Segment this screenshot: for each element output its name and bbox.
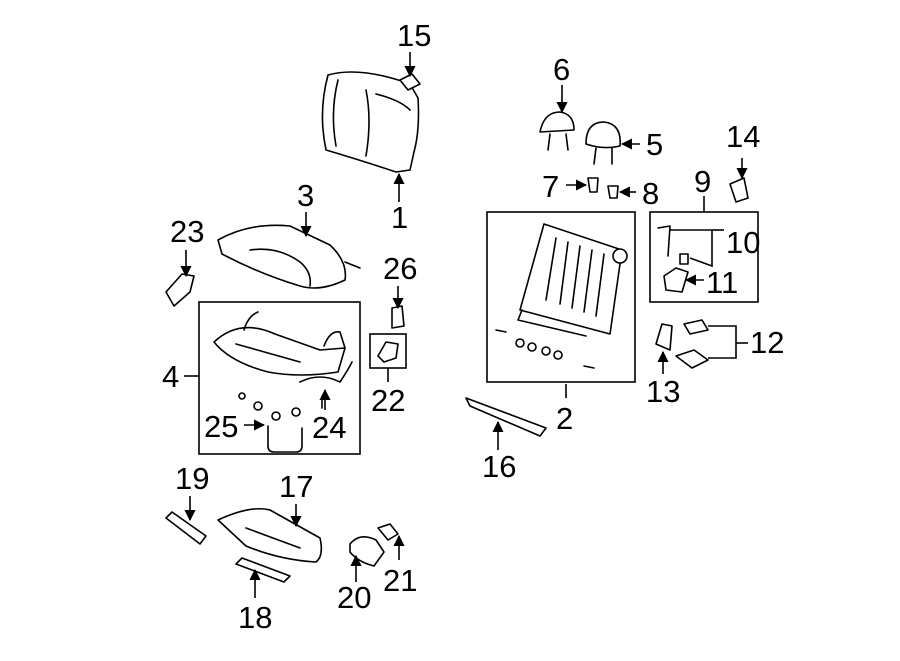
part-12-brackets[interactable]: [675, 319, 709, 369]
part-11-cover[interactable]: [663, 267, 689, 293]
callout-6: 6: [553, 52, 570, 87]
callout-22: 22: [371, 383, 405, 418]
part-3-cushion-cover[interactable]: [217, 224, 361, 289]
part-21-cap[interactable]: [377, 523, 399, 541]
callout-1: 1: [391, 200, 408, 235]
part-2-seatback-frame[interactable]: [517, 223, 628, 337]
part-22-bracket[interactable]: [377, 341, 399, 363]
callout-12: 12: [750, 325, 784, 360]
part-19-bracket[interactable]: [165, 511, 207, 545]
callout-8: 8: [642, 176, 659, 211]
callout-4: 4: [162, 359, 179, 394]
leader-lines: [180, 52, 748, 598]
callout-2: 2: [556, 401, 573, 436]
part-1-seat-back[interactable]: [321, 71, 420, 173]
part-4-box: [198, 301, 361, 455]
callout-18: 18: [238, 600, 272, 635]
part-10-latch[interactable]: [657, 225, 689, 265]
part-23-trim[interactable]: [165, 273, 195, 307]
part-13-trim[interactable]: [655, 323, 673, 351]
callout-10: 10: [726, 225, 760, 260]
callout-11: 11: [706, 265, 738, 300]
callout-16: 16: [482, 449, 516, 484]
part-2-box: [486, 211, 636, 383]
part-17-cover[interactable]: [217, 507, 323, 563]
callout-7: 7: [542, 169, 559, 204]
callout-20: 20: [337, 580, 371, 615]
callout-23: 23: [170, 214, 204, 249]
callout-19: 19: [175, 461, 209, 496]
callout-15: 15: [397, 18, 431, 53]
callout-9: 9: [694, 164, 711, 199]
part-8-guide[interactable]: [607, 185, 619, 199]
callout-labels: 15 1 3 23 4 25 24 26 22 6 5 7 8 9 14 10 …: [162, 18, 784, 635]
part-7-guide[interactable]: [587, 177, 599, 193]
callout-24: 24: [312, 410, 346, 445]
part-4-cushion-frame[interactable]: [213, 311, 346, 376]
part-20-hinge[interactable]: [349, 536, 385, 567]
part-14-knob[interactable]: [729, 177, 749, 203]
callout-14: 14: [726, 119, 760, 154]
part-16-side-trim[interactable]: [465, 397, 547, 437]
callout-26: 26: [383, 251, 417, 286]
part-18-strip[interactable]: [235, 557, 291, 583]
part-24-cable[interactable]: [299, 361, 353, 383]
callout-13: 13: [646, 374, 680, 409]
part-25-hardware[interactable]: [238, 392, 323, 453]
part-6-headrest[interactable]: [539, 111, 575, 151]
callout-21: 21: [383, 563, 417, 598]
callout-3: 3: [297, 178, 314, 213]
callout-17: 17: [279, 469, 313, 504]
callout-25: 25: [204, 409, 238, 444]
part-26-clip[interactable]: [391, 305, 405, 329]
part-5-headrest[interactable]: [585, 121, 621, 165]
callout-5: 5: [646, 127, 663, 162]
part-2-hardware[interactable]: [495, 329, 595, 369]
